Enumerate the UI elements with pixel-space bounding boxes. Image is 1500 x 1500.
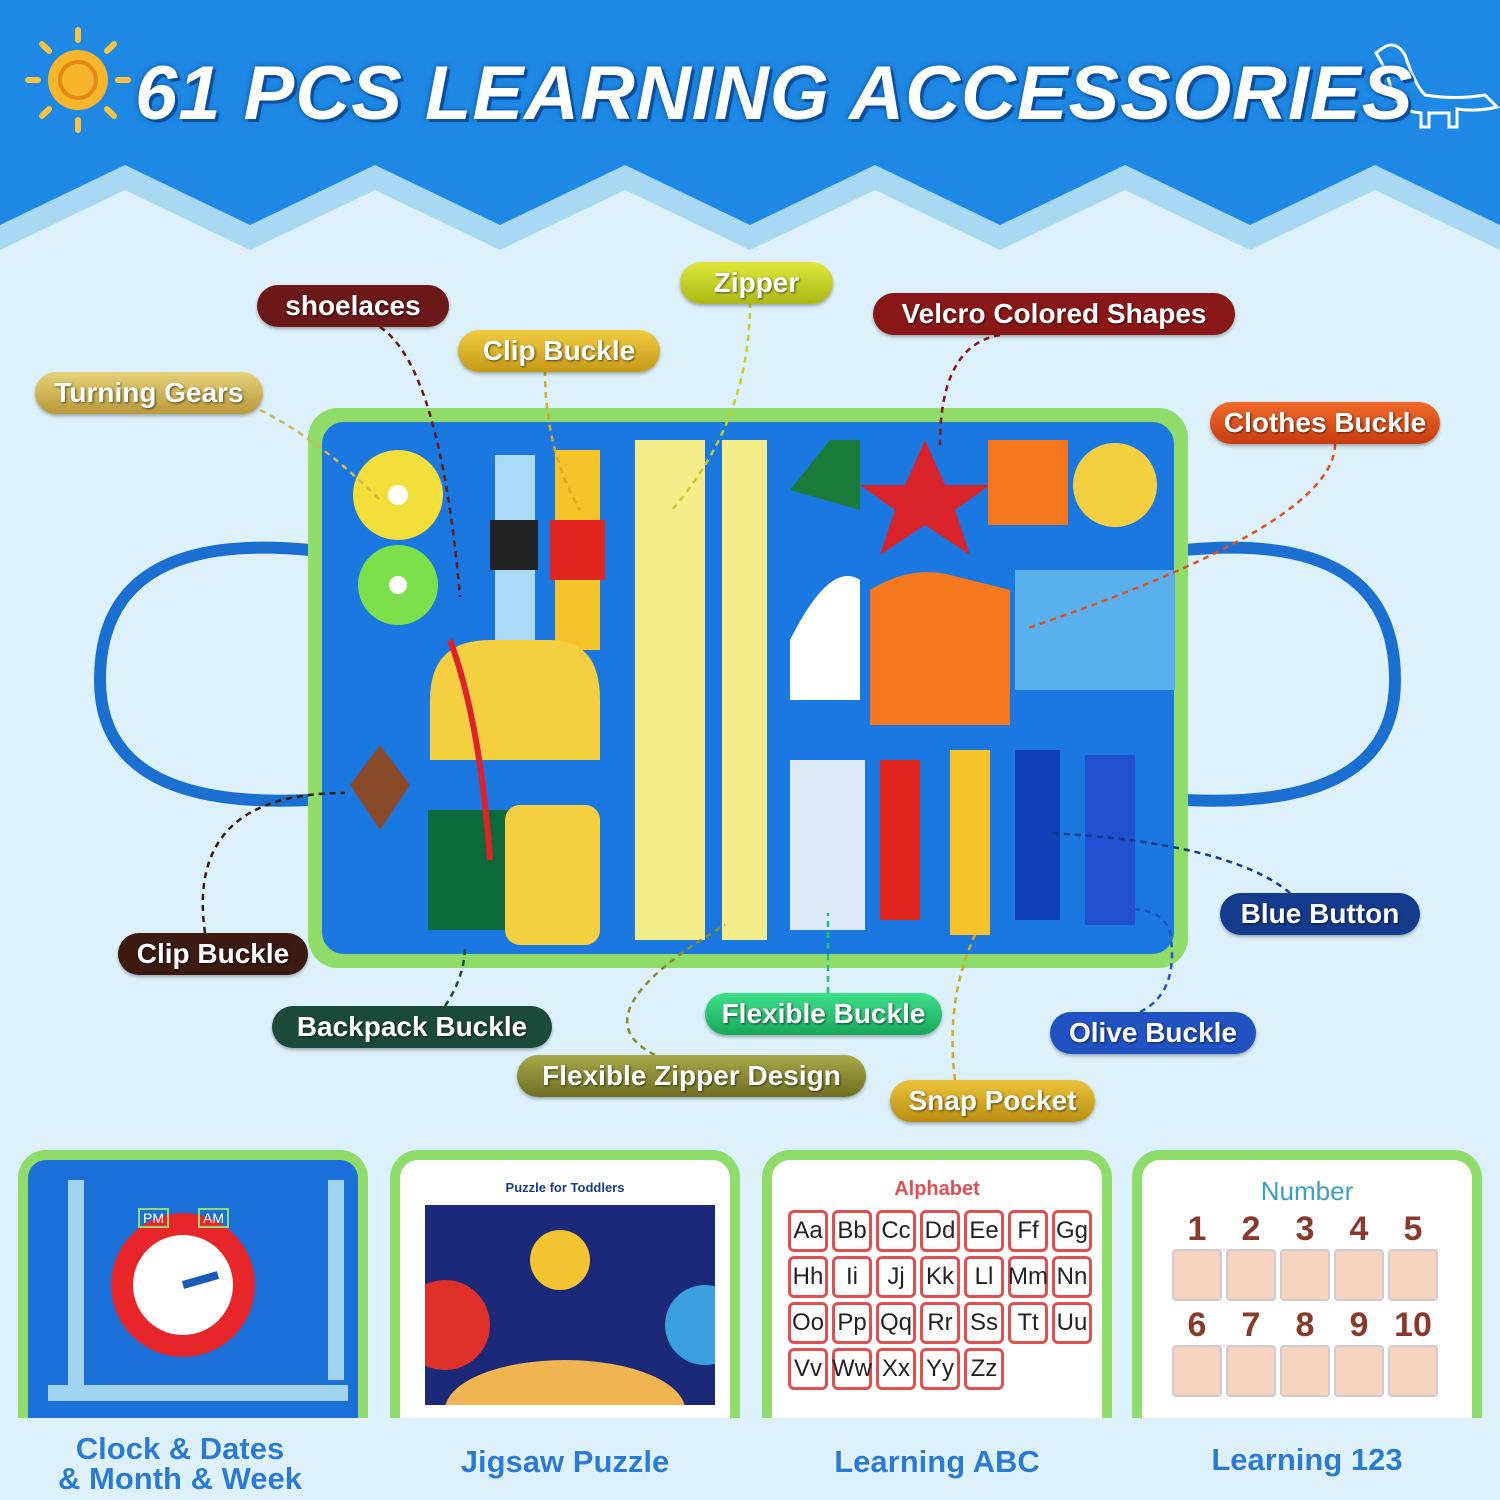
board-handles xyxy=(93,541,1402,807)
label-snap-pocket: Snap Pocket xyxy=(890,1080,1095,1122)
letter-card: Vv xyxy=(788,1348,828,1390)
label-clothes-buckle: Clothes Buckle xyxy=(1210,402,1440,444)
label-shoelaces: shoelaces xyxy=(257,285,449,327)
caption-clock-line1: Clock & Dates xyxy=(75,1431,285,1466)
letter-card: Nn xyxy=(1052,1256,1092,1298)
label-olive-buckle: Olive Buckle xyxy=(1050,1012,1256,1054)
letter-card: Xx xyxy=(876,1348,916,1390)
letter-card: Bb xyxy=(832,1210,872,1252)
letter-card: Ss xyxy=(964,1302,1004,1344)
gear-yellow xyxy=(353,450,443,540)
letter-card: Zz xyxy=(964,1348,1004,1390)
letter-card: Ii xyxy=(832,1256,872,1298)
letter-card: Ll xyxy=(964,1256,1004,1298)
label-turning-gears: Turning Gears xyxy=(35,372,263,414)
pm-label: PM xyxy=(138,1208,169,1228)
sun-icon xyxy=(25,27,131,133)
letter-card: Aa xyxy=(788,1210,828,1252)
letter-card: Tt xyxy=(1008,1302,1048,1344)
alphabet-title: Alphabet xyxy=(894,1178,980,1200)
letter-card: Jj xyxy=(876,1256,916,1298)
caption-puzzle: Jigsaw Puzzle xyxy=(460,1444,670,1479)
number-label: 1 xyxy=(1187,1210,1207,1248)
number-label: 9 xyxy=(1349,1306,1369,1344)
number-label: 2 xyxy=(1241,1210,1261,1248)
header-wave xyxy=(0,0,1500,250)
label-clip-buckle-bottom: Clip Buckle xyxy=(118,933,308,975)
number-label: 7 xyxy=(1241,1306,1261,1344)
letter-card: Ee xyxy=(964,1210,1004,1252)
label-velcro-colored-shapes: Velcro Colored Shapes xyxy=(873,293,1235,335)
letter-card: Oo xyxy=(788,1302,828,1344)
letter-card: Pp xyxy=(832,1302,872,1344)
page-title: 61 PCS LEARNING ACCESSORIES xyxy=(135,51,1414,136)
letter-card: Gg xyxy=(1052,1210,1092,1252)
letter-card: Rr xyxy=(920,1302,960,1344)
number-label: 8 xyxy=(1295,1306,1315,1344)
label-flexible-zipper-design: Flexible Zipper Design xyxy=(517,1055,866,1097)
letter-card: Hh xyxy=(788,1256,828,1298)
letter-card: Cc xyxy=(876,1210,916,1252)
letter-card: Qq xyxy=(876,1302,916,1344)
puzzle-image xyxy=(425,1205,715,1405)
letter-card: Mm xyxy=(1008,1256,1048,1298)
puzzle-title: Puzzle for Toddlers xyxy=(505,1180,625,1195)
letter-card: Kk xyxy=(920,1256,960,1298)
header-banner: 61 PCS LEARNING ACCESSORIES xyxy=(0,0,1500,270)
letter-card: Ww xyxy=(832,1348,872,1390)
caption-123: Learning 123 xyxy=(1211,1442,1403,1477)
number-label: 4 xyxy=(1349,1210,1369,1248)
zipper-left xyxy=(635,440,705,940)
am-label: AM xyxy=(198,1208,229,1228)
dinosaur-icon xyxy=(1373,43,1500,129)
caption-clock-line2: & Month & Week xyxy=(58,1461,302,1496)
callout-lines xyxy=(201,301,1337,1081)
letter-card: Ff xyxy=(1008,1210,1048,1252)
number-label: 3 xyxy=(1295,1210,1315,1248)
clock-icon xyxy=(48,1180,348,1401)
label-clip-buckle-top: Clip Buckle xyxy=(458,330,660,372)
label-flexible-buckle: Flexible Buckle xyxy=(705,993,942,1035)
number-label: 10 xyxy=(1394,1306,1432,1344)
panel-puzzle: Puzzle for Toddlers xyxy=(390,1150,740,1418)
label-blue-button: Blue Button xyxy=(1220,893,1420,935)
gear-green xyxy=(358,545,438,625)
label-backpack-buckle: Backpack Buckle xyxy=(272,1006,552,1048)
label-zipper: Zipper xyxy=(680,262,833,304)
caption-abc: Learning ABC xyxy=(834,1444,1040,1479)
letter-card: Dd xyxy=(920,1210,960,1252)
caption-clock: Clock & Dates & Month & Week xyxy=(5,1431,355,1496)
panel-clock: PM AM xyxy=(18,1150,368,1418)
zipper-right xyxy=(722,440,767,940)
number-label: 5 xyxy=(1403,1210,1423,1248)
letter-card: Uu xyxy=(1052,1302,1092,1344)
letter-card: Yy xyxy=(920,1348,960,1390)
number-title: Number xyxy=(1260,1176,1354,1206)
number-label: 6 xyxy=(1187,1306,1207,1344)
